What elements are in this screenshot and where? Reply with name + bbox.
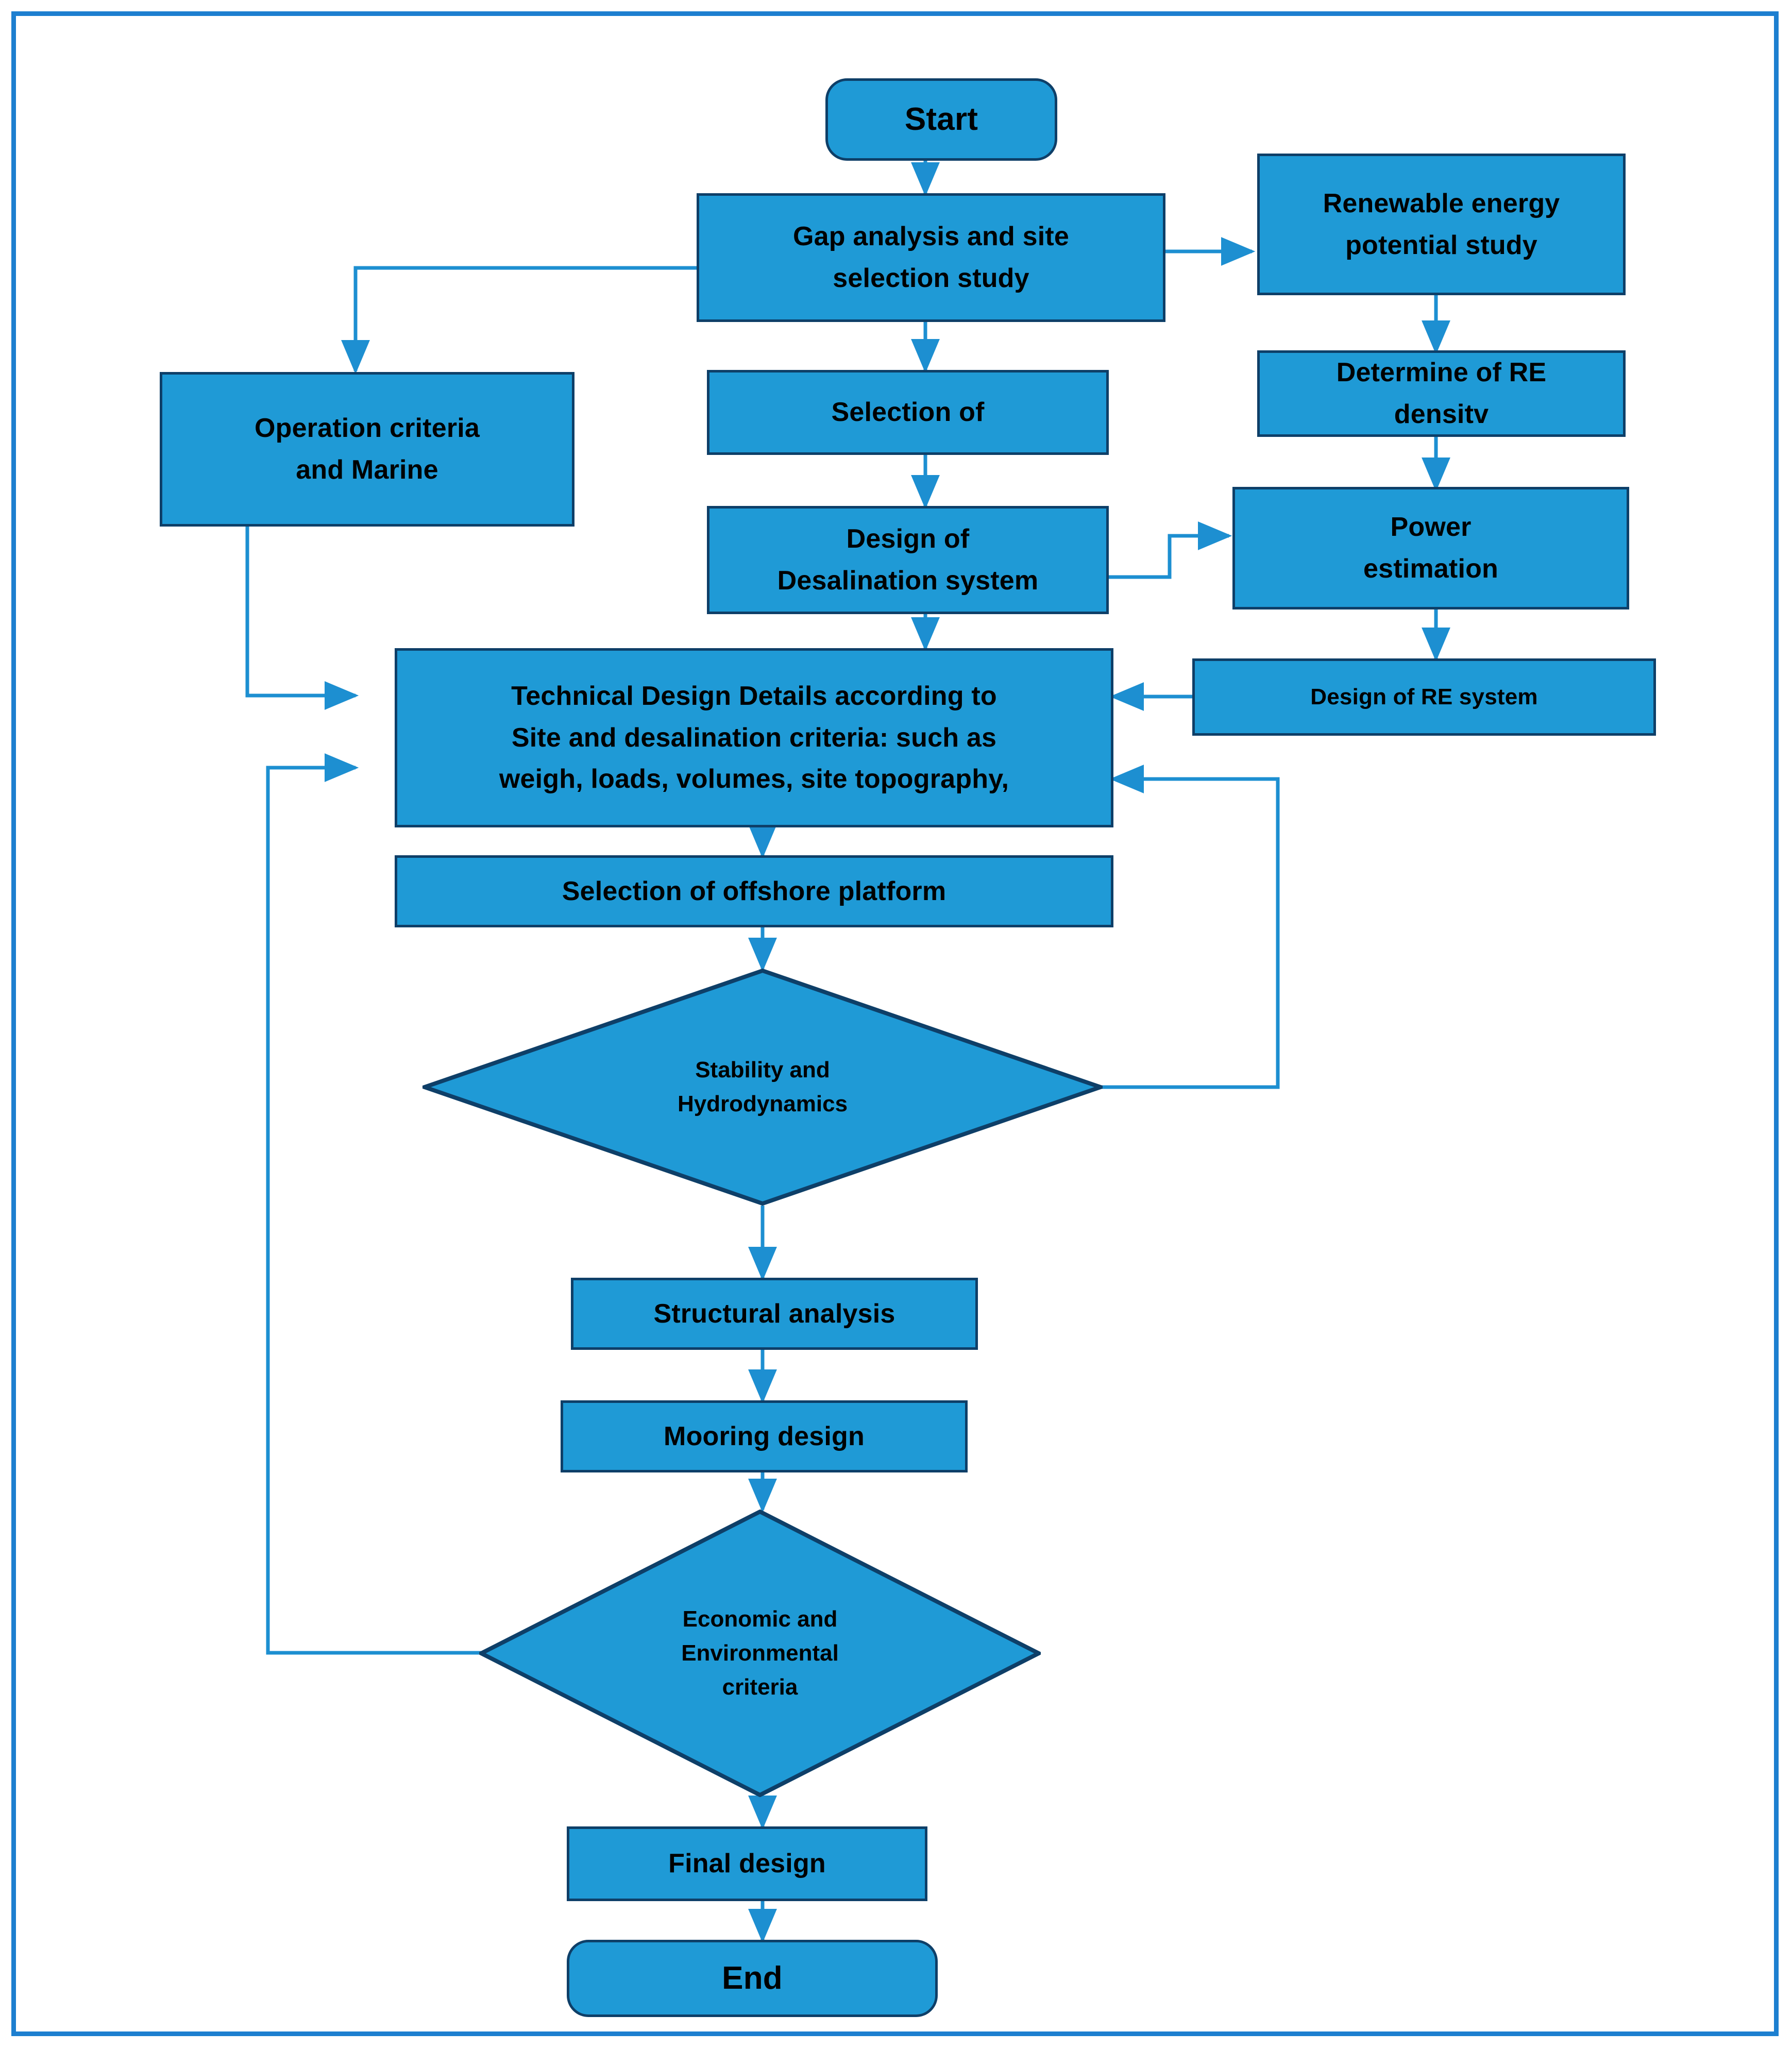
node-re-density-label: Determine of RE densitv — [1336, 358, 1547, 429]
node-selection-platform-label: Selection of offshore platform — [562, 876, 946, 906]
node-selection-of-label: Selection of — [831, 397, 985, 428]
edge-operation-technical — [245, 526, 359, 710]
node-end-label: End — [722, 1960, 783, 1996]
node-power-estimation-label: Power estimation — [1363, 512, 1499, 584]
edge-stability-technical-loop — [1097, 765, 1280, 1089]
node-design-re-system[interactable]: Design of RE system — [1192, 658, 1656, 736]
node-power-estimation[interactable]: Power estimation — [1232, 487, 1629, 609]
node-gap-analysis-label: Gap analysis and site selection study — [793, 222, 1069, 293]
edge-desalination-power — [1106, 521, 1232, 579]
node-mooring-design-label: Mooring design — [664, 1421, 865, 1451]
node-end[interactable]: End — [567, 1940, 938, 2017]
node-renewable-potential[interactable]: Renewable energy potential study — [1257, 154, 1626, 295]
node-re-density[interactable]: Determine of RE densitv — [1257, 350, 1626, 437]
node-stability-decision[interactable]: Stability and Hydrodynamics — [422, 969, 1103, 1206]
node-economic-decision[interactable]: Economic and Environmental criteria — [479, 1510, 1041, 1797]
node-design-desalination-label: Design of Desalination system — [777, 524, 1039, 596]
node-renewable-potential-label: Renewable energy potential study — [1323, 188, 1560, 260]
node-design-re-system-label: Design of RE system — [1310, 684, 1538, 709]
node-selection-platform[interactable]: Selection of offshore platform — [395, 855, 1113, 927]
node-operation-criteria[interactable]: Operation criteria and Marine — [160, 372, 574, 527]
node-operation-criteria-label: Operation criteria and Marine — [254, 413, 480, 485]
node-technical-design-label: Technical Design Details according to Si… — [499, 681, 1009, 794]
node-start-label: Start — [904, 101, 978, 137]
node-selection-of[interactable]: Selection of — [707, 370, 1109, 455]
node-structural-analysis-label: Structural analysis — [653, 1298, 895, 1329]
node-economic-label: Economic and Environmental criteria — [681, 1606, 839, 1700]
node-structural-analysis[interactable]: Structural analysis — [571, 1278, 978, 1350]
node-mooring-design[interactable]: Mooring design — [561, 1400, 968, 1472]
node-technical-design[interactable]: Technical Design Details according to Si… — [395, 648, 1113, 827]
node-start[interactable]: Start — [825, 78, 1057, 161]
node-final-design[interactable]: Final design — [567, 1826, 927, 1901]
node-gap-analysis[interactable]: Gap analysis and site selection study — [697, 193, 1165, 322]
node-final-design-label: Final design — [668, 1849, 826, 1879]
node-design-desalination[interactable]: Design of Desalination system — [707, 506, 1109, 614]
node-stability-label: Stability and Hydrodynamics — [677, 1057, 848, 1116]
edge-gap-operation — [341, 266, 697, 375]
